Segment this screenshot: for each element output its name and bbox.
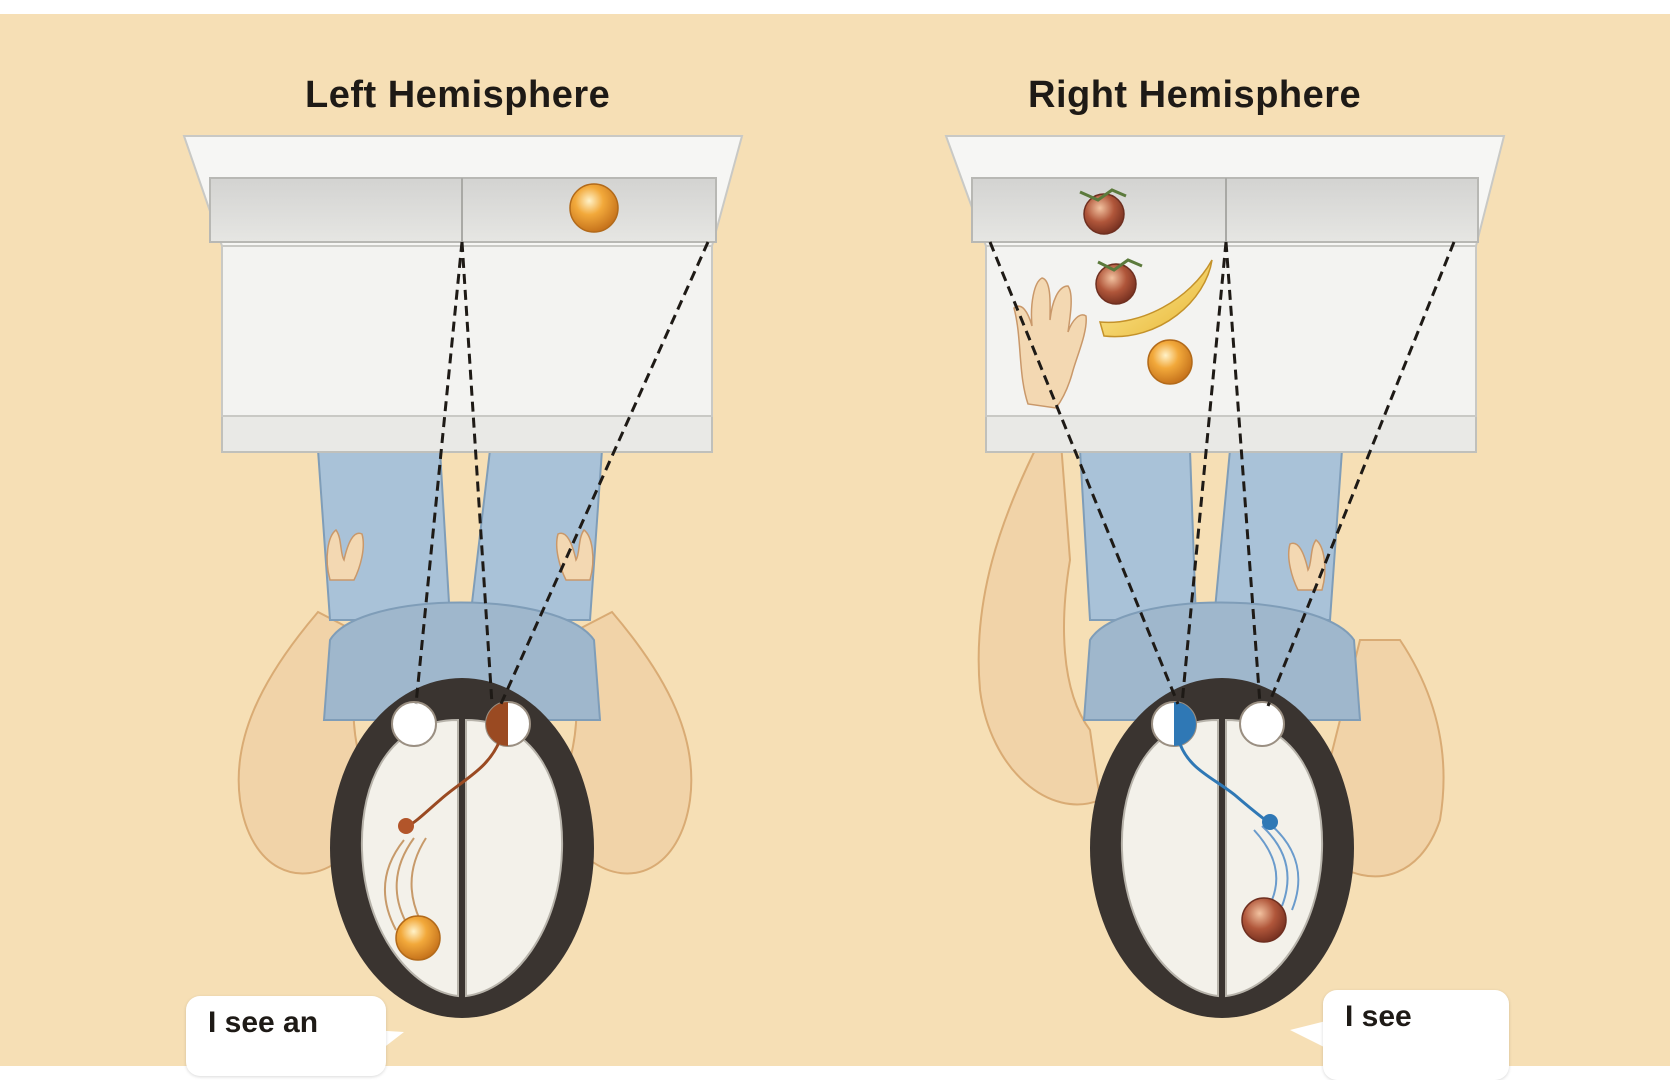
- sight-lines-right: [988, 241, 1456, 707]
- orange-on-screen-icon: [569, 183, 619, 233]
- apple-leaves: [1079, 188, 1127, 202]
- apple-leaves: [1097, 258, 1143, 272]
- visual-area-lines: [1253, 823, 1300, 911]
- screen-bottom-ledge: [221, 413, 713, 453]
- optic-pathway-left: [407, 739, 502, 828]
- optic-pathway-right: [1178, 743, 1269, 824]
- left-leg: [1078, 449, 1198, 621]
- pathway-node: [398, 818, 414, 834]
- torso: [1082, 601, 1362, 721]
- torso: [322, 601, 602, 721]
- left-speech-bubble: I see an: [186, 996, 386, 1076]
- right-leg: [1212, 449, 1344, 621]
- sight-lines-left: [414, 241, 710, 707]
- screen-bottom-ledge: [985, 413, 1477, 453]
- reaching-hand: [1013, 277, 1087, 409]
- right-hemisphere-title: Right Hemisphere: [1028, 74, 1362, 116]
- apple-in-brain-icon: [1241, 897, 1287, 943]
- right-hand: [1287, 538, 1326, 591]
- left-eye: [391, 701, 437, 747]
- left-speech-text: I see an: [208, 1006, 319, 1039]
- speech-area-lines: [383, 837, 427, 931]
- apple-on-shelf-icon: [1095, 263, 1137, 305]
- right-eye-left-field: [486, 702, 508, 746]
- right-speech-text: I see: [1345, 1000, 1412, 1033]
- left-hemisphere-title: Left Hemisphere: [305, 74, 611, 116]
- right-scene: [944, 135, 1506, 1018]
- right-speech-bubble: I see: [1323, 990, 1509, 1080]
- right-bubble-tail: [1290, 1020, 1330, 1048]
- apple-on-screen-icon: [1083, 193, 1125, 235]
- banana-icon: [1098, 259, 1213, 338]
- left-eye-right-field: [1174, 702, 1196, 746]
- pathway-node: [1262, 814, 1278, 830]
- orange-in-brain-icon: [395, 915, 441, 961]
- reaching-arm: [977, 428, 1102, 806]
- left-scene: [182, 135, 744, 1018]
- left-hand: [326, 528, 365, 581]
- right-eye: [1239, 701, 1285, 747]
- right-hand: [555, 528, 594, 581]
- orange-on-shelf-icon: [1147, 339, 1193, 385]
